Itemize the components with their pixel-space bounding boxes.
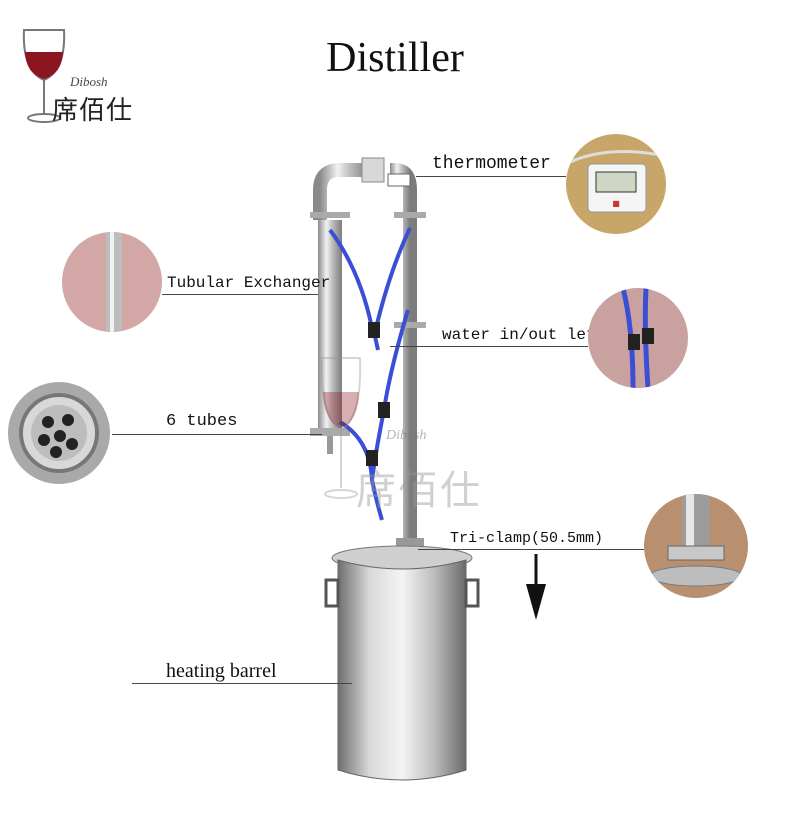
water-inlet-leader-line: [390, 346, 588, 347]
thermometer-label: thermometer: [432, 154, 551, 174]
six-tubes-detail-photo: [8, 382, 110, 484]
six-tubes-leader-line: [112, 434, 322, 435]
thermometer-leader-line: [416, 176, 566, 177]
tri-clamp-detail-photo: [644, 494, 748, 598]
tri-clamp-label: Tri-clamp(50.5mm): [450, 530, 604, 547]
exchanger-detail-photo: [62, 232, 162, 332]
logo-chinese-text: 席佰仕: [52, 96, 134, 126]
arrow-down-icon: [526, 554, 546, 620]
pipe-icon: [106, 232, 122, 332]
thermometer-icon: ■: [566, 150, 666, 213]
wine-glass-logo-icon: [22, 29, 66, 123]
watermark-chinese-text: 席佰仕: [356, 468, 482, 514]
heating-barrel-leader-line: [132, 683, 352, 684]
six-tubes-label: 6 tubes: [166, 412, 238, 431]
tube-bundle-icon: [19, 393, 99, 473]
water-inlet-label: water in/out let: [442, 326, 596, 344]
svg-text:■: ■: [612, 199, 620, 208]
logo-brand-text: Dibosh: [70, 74, 108, 89]
page-title: Distiller: [326, 35, 464, 81]
tubular-exchanger-label: Tubular Exchanger: [167, 274, 331, 292]
heating-barrel-label: heating barrel: [166, 660, 277, 682]
tri-clamp-leader-line: [418, 549, 644, 550]
exchanger-leader-line: [162, 294, 318, 295]
water-tube-icon: [620, 288, 654, 388]
water-inlet-detail-photo: [588, 288, 688, 388]
distiller-illustration: [310, 157, 480, 781]
watermark-brand-text: Dibosh: [386, 428, 427, 443]
watermark-wine-glass-icon: [320, 357, 362, 499]
clamp-icon: [649, 494, 743, 587]
thermometer-detail-photo: ■: [566, 134, 666, 234]
